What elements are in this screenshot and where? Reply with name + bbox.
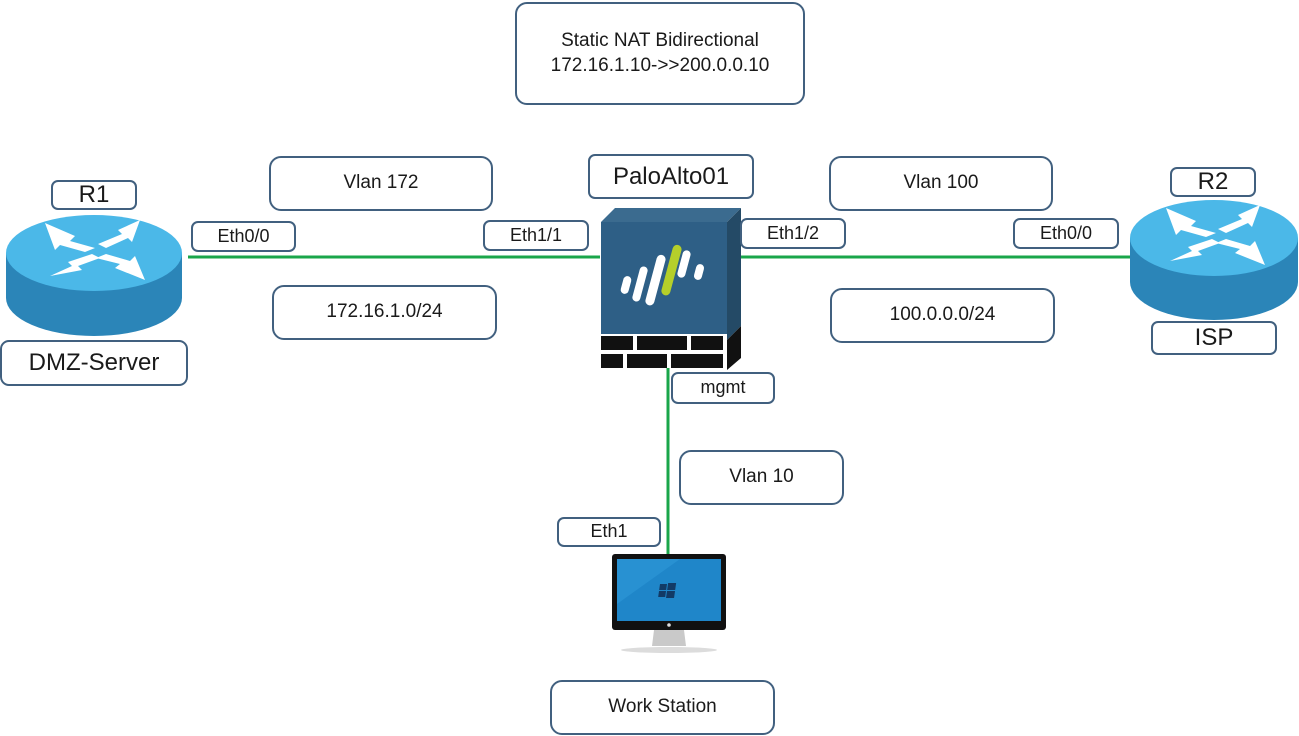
- r2-role-label: ISP: [1151, 321, 1277, 355]
- palo-alto-firewall-icon[interactable]: [595, 208, 745, 370]
- subnet-172-label: 172.16.1.0/24: [272, 285, 497, 340]
- firewall-label: PaloAlto01: [588, 154, 754, 199]
- monitor-icon[interactable]: [610, 554, 730, 654]
- router-icon[interactable]: [0, 208, 188, 340]
- vlan-172-label: Vlan 172: [269, 156, 493, 211]
- firewall-port-mgmt: mgmt: [671, 372, 775, 404]
- r2-port-eth0-0: Eth0/0: [1013, 218, 1119, 249]
- r1-role-label: DMZ-Server: [0, 340, 188, 386]
- r1-label: R1: [51, 180, 137, 210]
- r1-port-eth0-0: Eth0/0: [191, 221, 296, 252]
- vlan-10-label: Vlan 10: [679, 450, 844, 505]
- router-icon[interactable]: [1128, 194, 1299, 324]
- vlan-100-label: Vlan 100: [829, 156, 1053, 211]
- firewall-port-eth1-1: Eth1/1: [483, 220, 589, 251]
- workstation-label: Work Station: [550, 680, 775, 735]
- workstation-port-eth1: Eth1: [557, 517, 661, 547]
- firewall-port-eth1-2: Eth1/2: [740, 218, 846, 249]
- subnet-100-label: 100.0.0.0/24: [830, 288, 1055, 343]
- nat-note-line1: Static NAT Bidirectional: [561, 29, 759, 51]
- r2-label: R2: [1170, 167, 1256, 197]
- nat-note: Static NAT Bidirectional 172.16.1.10->>2…: [515, 2, 805, 105]
- nat-note-line2: 172.16.1.10->>200.0.0.10: [550, 54, 770, 76]
